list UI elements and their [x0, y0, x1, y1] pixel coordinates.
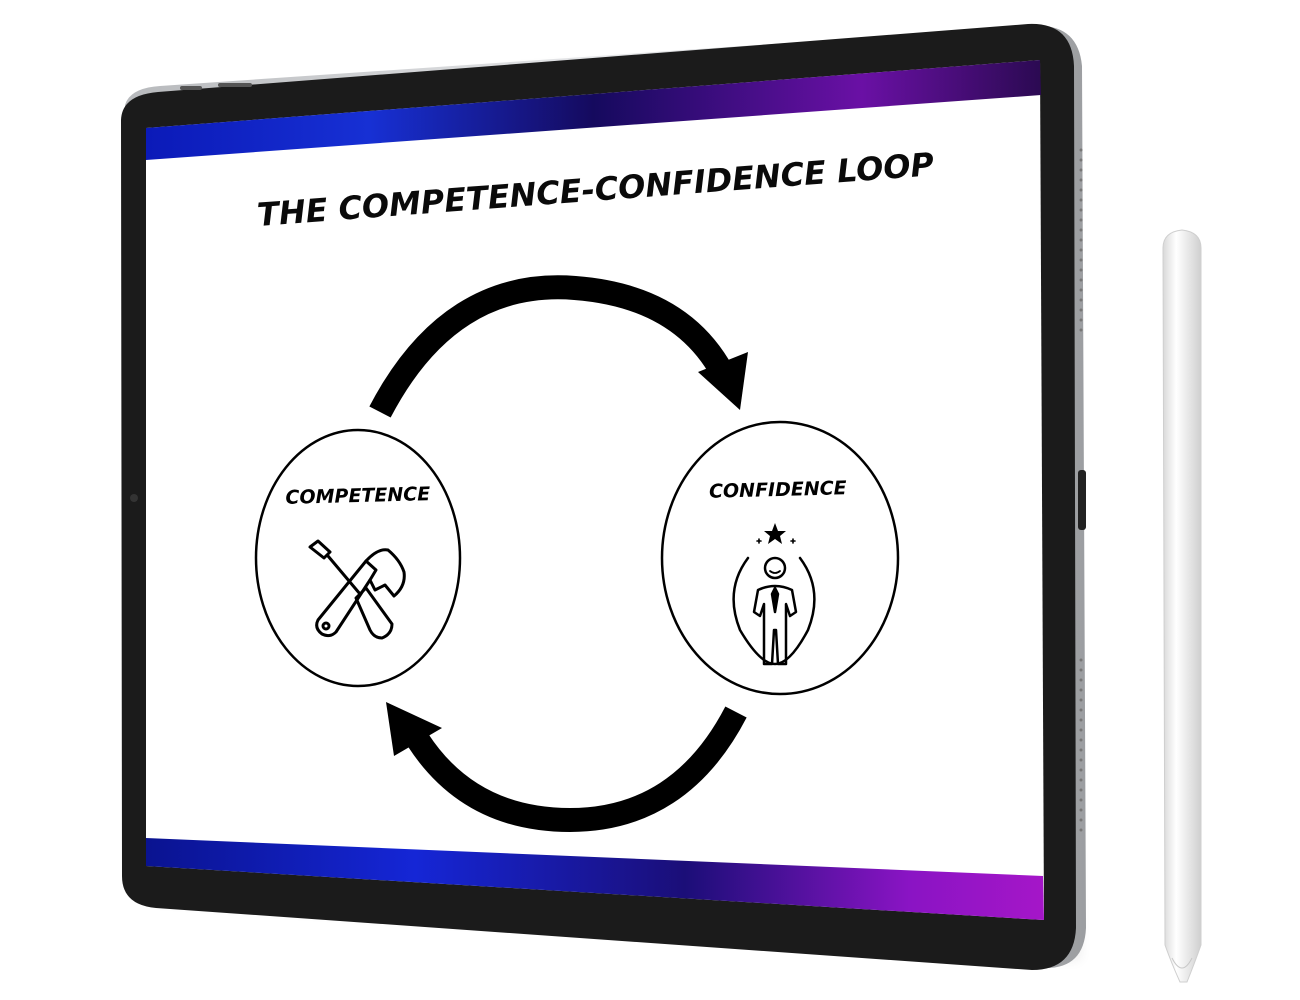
node-confidence: CONFIDENCE	[660, 420, 900, 696]
bottom-banner	[146, 838, 1044, 920]
speaker-grille-top	[1079, 148, 1083, 332]
stylus	[1162, 229, 1202, 983]
top-button	[180, 86, 202, 90]
device-screen	[146, 60, 1044, 920]
node-competence: COMPETENCE	[254, 428, 462, 688]
confident-person-star-icon	[732, 523, 816, 666]
arrow-confidence-to-competence	[386, 702, 747, 833]
arrow-competence-to-confidence	[369, 275, 748, 418]
top-button	[218, 83, 252, 87]
competence-label: COMPETENCE	[285, 483, 430, 509]
competence-circle	[254, 428, 462, 688]
confidence-label: CONFIDENCE	[709, 477, 847, 503]
top-banner	[146, 60, 1041, 160]
front-camera	[130, 494, 138, 502]
speaker-grille-bottom	[1079, 658, 1083, 832]
side-button	[1078, 470, 1086, 530]
wrench-screwdriver-icon	[308, 539, 406, 640]
